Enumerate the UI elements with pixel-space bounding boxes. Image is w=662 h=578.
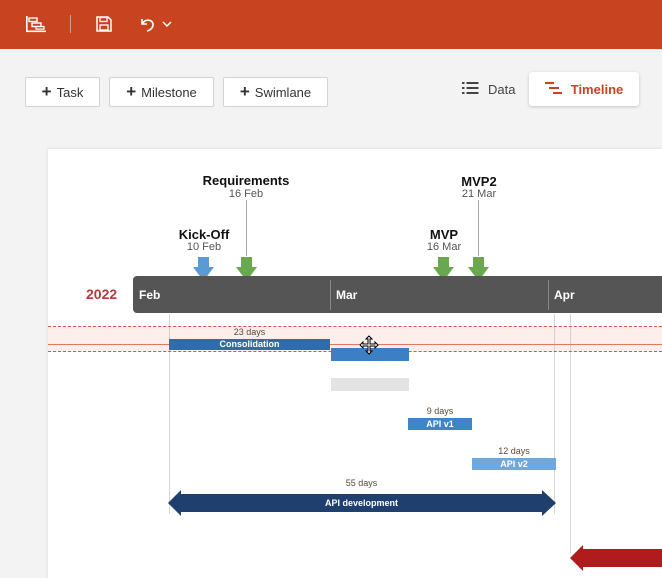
month-label: Mar — [336, 288, 358, 302]
milestone-date: 16 Mar — [426, 241, 462, 253]
save-icon[interactable] — [93, 12, 115, 36]
requirements-marker-icon[interactable] — [236, 257, 257, 281]
chevron-down-icon[interactable] — [160, 12, 174, 36]
milestone-title: Requirements — [202, 173, 290, 188]
row-highlight — [48, 326, 662, 352]
guide-line — [554, 314, 555, 514]
task-duration: 23 days — [233, 327, 266, 337]
task-bar-label: API v1 — [426, 419, 454, 429]
guide-line — [570, 314, 571, 554]
milestone-title: Kick-Off — [178, 227, 230, 242]
task-bar-drag-preview[interactable] — [331, 348, 409, 361]
task-bar-api-v2[interactable]: API v2 — [472, 458, 556, 470]
add-task-label: Task — [56, 84, 84, 100]
task-bar-api-development-shape[interactable] — [168, 489, 558, 517]
milestone-date: 21 Mar — [461, 188, 497, 200]
app-header-bar — [0, 0, 662, 49]
timeline-icon — [544, 81, 562, 98]
add-milestone-label: Milestone — [141, 84, 197, 100]
task-bar-api-development-label: API development — [324, 498, 398, 508]
move-cursor-icon — [359, 335, 379, 360]
add-swimlane-button[interactable]: + Swimlane — [223, 77, 328, 107]
milestone-date: 10 Feb — [186, 241, 222, 253]
timeline-view-label: Timeline — [570, 81, 624, 97]
drag-guide-middle — [48, 344, 662, 345]
add-task-button[interactable]: + Task — [25, 77, 100, 107]
plus-icon: + — [41, 82, 52, 101]
milestone-title: MVP2 — [461, 174, 497, 189]
task-bar-consolidation[interactable]: Consolidation — [169, 339, 330, 350]
month-label: Apr — [554, 288, 575, 302]
task-bar-label: Consolidation — [219, 339, 280, 349]
swimlane-chevron[interactable] — [570, 544, 662, 572]
milestone-stem — [246, 200, 247, 256]
timeline-view-tab[interactable]: Timeline — [529, 72, 639, 106]
gantt-icon[interactable] — [24, 12, 48, 36]
kick-off-marker-icon[interactable] — [193, 257, 214, 281]
plus-icon: + — [239, 82, 250, 101]
task-bar-label: API v2 — [500, 459, 528, 469]
month-divider — [548, 280, 549, 310]
task-bar-placeholder[interactable] — [331, 378, 409, 391]
add-milestone-button[interactable]: + Milestone — [109, 77, 214, 107]
milestone-markers — [193, 257, 489, 281]
mvp-marker-icon[interactable] — [433, 257, 454, 281]
task-duration: 12 days — [498, 446, 530, 456]
data-view-tab[interactable]: Data — [462, 72, 524, 106]
month-divider — [330, 280, 331, 310]
timeline-canvas[interactable]: Requirements 16 Feb Kick-Off 10 Feb MVP2… — [48, 149, 662, 578]
timeline-year: 2022 — [86, 286, 118, 302]
add-swimlane-label: Swimlane — [254, 84, 312, 100]
task-bar-api-v1[interactable]: API v1 — [408, 418, 472, 430]
mvp2-marker-icon[interactable] — [468, 257, 489, 281]
data-view-label: Data — [488, 81, 516, 97]
milestone-date: 16 Feb — [228, 188, 264, 200]
month-label: Feb — [139, 288, 161, 302]
guide-line — [169, 314, 170, 514]
plus-icon: + — [126, 82, 137, 101]
drag-guide-top — [48, 326, 662, 327]
undo-icon[interactable] — [137, 12, 157, 36]
task-duration: 55 days — [345, 478, 378, 488]
milestone-title: MVP — [429, 227, 459, 242]
timescale-bar[interactable]: Feb Mar Apr — [133, 276, 662, 313]
task-duration: 9 days — [426, 406, 454, 416]
list-icon — [462, 81, 479, 98]
toolbar-separator — [70, 15, 71, 33]
milestone-stem — [478, 200, 479, 256]
